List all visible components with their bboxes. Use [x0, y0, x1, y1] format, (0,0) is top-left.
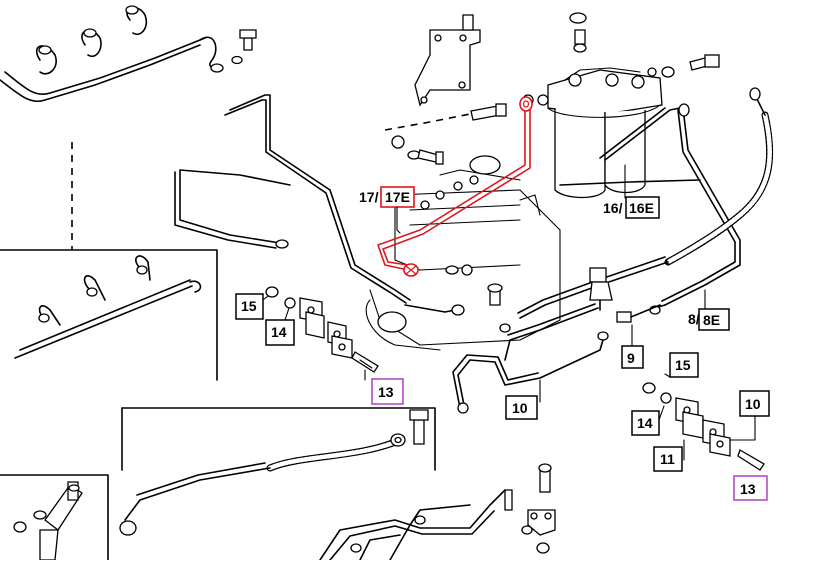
callout-14-right[interactable]: 14	[631, 405, 665, 436]
callout-10-center-label: 10	[512, 400, 528, 416]
leader-dashed-bracket	[384, 113, 471, 131]
callout-8-8e[interactable]: 8/ 8E	[688, 289, 730, 331]
clamp-set-left	[265, 286, 379, 373]
callout-16-16e[interactable]: 16/ 16E	[603, 164, 660, 219]
callout-8e-label: 8E	[703, 312, 720, 328]
callout-16-prefix: 16/	[603, 200, 623, 216]
callout-15-right[interactable]: 15	[664, 352, 699, 378]
callout-11-label: 11	[660, 451, 675, 467]
callout-15-left[interactable]: 15	[235, 293, 269, 320]
callout-17-17e[interactable]: 17/ 17E	[359, 186, 415, 234]
callout-15-left-label: 15	[241, 298, 257, 314]
injector-detail-bottom-left	[0, 474, 109, 561]
callout-10-right-label: 10	[745, 396, 761, 412]
pipe-10	[452, 339, 604, 414]
callout-14-right-label: 14	[637, 415, 653, 431]
callout-11[interactable]: 11	[653, 439, 685, 472]
callout-14-left[interactable]: 14	[265, 307, 295, 346]
fuel-pipe-17e-highlighted	[377, 96, 533, 277]
callout-9[interactable]: 9	[621, 324, 644, 369]
braided-hose-right	[517, 87, 774, 319]
callout-14-left-label: 14	[271, 324, 287, 340]
callout-16e-label: 16E	[629, 200, 654, 216]
callout-10-right[interactable]: 10	[729, 390, 770, 441]
callout-10-center[interactable]: 10	[505, 379, 541, 420]
callout-13-left[interactable]: 13	[364, 369, 404, 405]
callout-8-prefix: 8/	[688, 311, 700, 327]
callout-17e-label: 17E	[385, 189, 410, 205]
callout-9-label: 9	[627, 350, 635, 366]
return-pipe-upper	[174, 94, 411, 304]
callout-13-right-label: 13	[740, 481, 756, 497]
left-detail-panel	[0, 249, 218, 381]
banjo-bolts-center	[391, 135, 444, 165]
callout-17-prefix: 17/	[359, 189, 379, 205]
fuel-filter-housing	[522, 12, 720, 199]
tee-fitting	[499, 267, 661, 361]
mounting-bracket	[414, 14, 507, 121]
callout-13-left-label: 13	[378, 384, 394, 400]
injection-pump	[365, 155, 561, 351]
clamp-set-right	[642, 382, 765, 471]
pipe-bundle-bottom	[319, 463, 556, 561]
bottom-braided-hose-panel	[119, 407, 436, 536]
callout-15-right-label: 15	[675, 357, 691, 373]
callout-13-right[interactable]: 13	[733, 475, 768, 501]
injector-pipe-bundle-top	[0, 5, 257, 102]
